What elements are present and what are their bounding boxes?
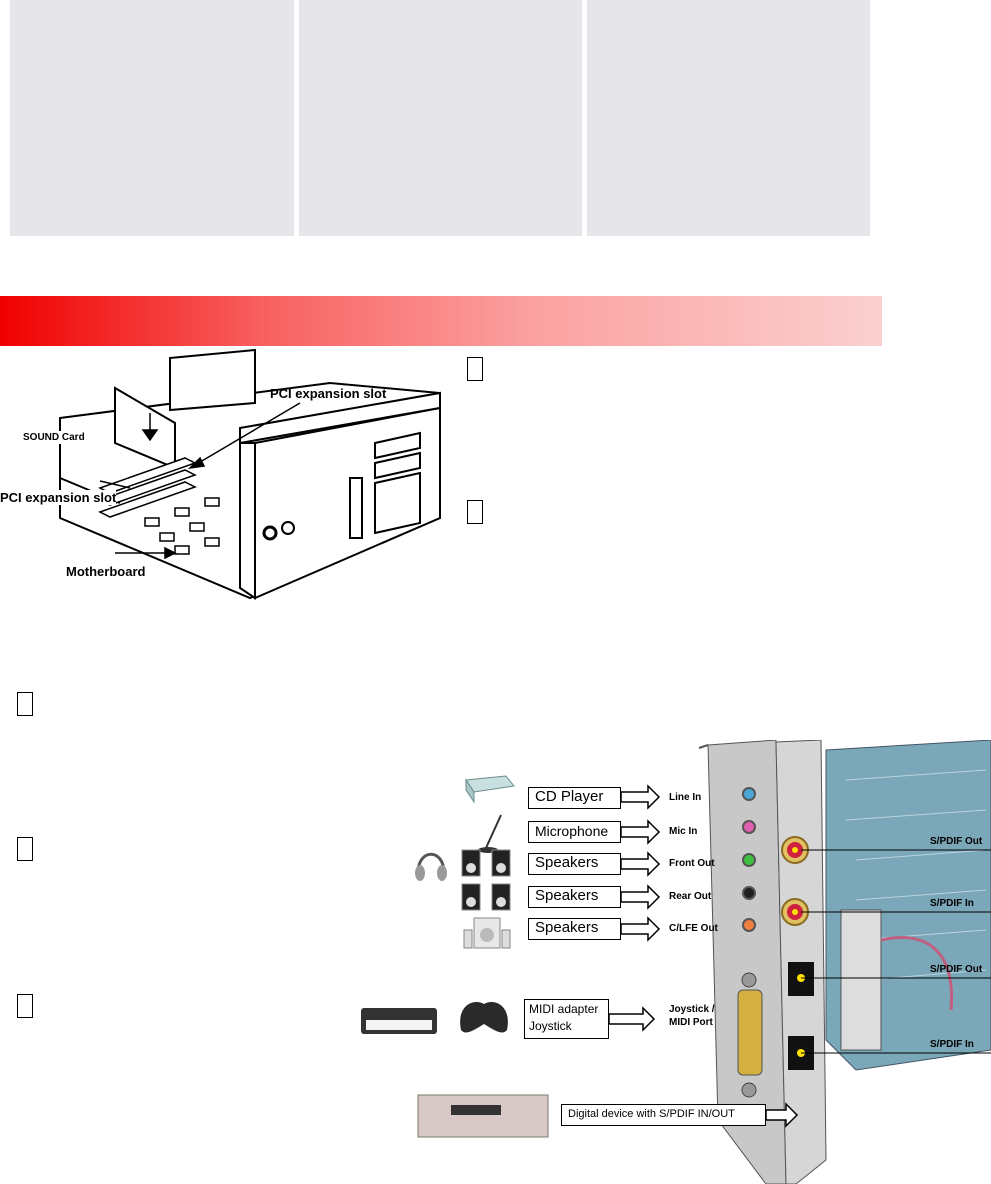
clfe-speakers-box: Speakers: [528, 918, 621, 940]
headphones-icon: [415, 852, 447, 881]
keyboard-icon: [361, 1008, 437, 1034]
rear-out-label: Rear Out: [669, 891, 712, 902]
spdif-in-optical-label: S/PDIF In: [930, 1039, 974, 1050]
sound-card-label: SOUND Card: [20, 431, 88, 444]
pc-case-diagram: PCI expansion slot SOUND Card PCI expans…: [0, 348, 445, 603]
pc-case-illustration: [59, 348, 441, 600]
clfe-out-label: C/LFE Out: [669, 923, 718, 934]
mic-in-label: Mic In: [669, 826, 698, 837]
cd-player-box: CD Player: [528, 787, 621, 809]
section-header-band: [0, 296, 882, 346]
pci-slot-label-left: PCI expansion slot: [0, 490, 117, 505]
mic-in-jack: [742, 820, 756, 834]
rear-speakers-box: Speakers: [528, 886, 621, 908]
header-panel-left: [10, 0, 294, 236]
sound-card-bracket-illustration: [361, 740, 991, 1184]
gamepad-icon: [460, 1001, 508, 1033]
step-box-5: [17, 994, 33, 1018]
dvd-player-icon: [417, 1094, 549, 1138]
line-in-label: Line In: [669, 792, 702, 803]
speaker-pair-icon: [461, 849, 511, 877]
spdif-out-coax-label: S/PDIF Out: [930, 836, 983, 847]
step-box-4: [17, 837, 33, 861]
clfe-out-jack: [742, 918, 756, 932]
motherboard-label: Motherboard: [66, 564, 146, 579]
joystick-midi-port-label: Joystick / MIDI Port: [669, 1004, 715, 1028]
front-out-jack: [742, 853, 756, 867]
step-box-2: [467, 500, 483, 524]
front-speakers-box: Speakers: [528, 853, 621, 875]
digital-device-box: Digital device with S/PDIF IN/OUT: [561, 1104, 766, 1126]
header-panel-middle: [299, 0, 582, 236]
spdif-out-optical-label: S/PDIF Out: [930, 964, 983, 975]
speaker-pair-icon: [461, 883, 511, 911]
microphone-icon: [478, 814, 502, 853]
pci-slot-label-top: PCI expansion slot: [270, 386, 387, 401]
microphone-box: Microphone: [528, 821, 621, 843]
midi-joystick-box: MIDI adapter Joystick: [524, 999, 609, 1039]
step-box-3: [17, 692, 33, 716]
rear-out-jack: [742, 886, 756, 900]
front-out-label: Front Out: [669, 858, 715, 869]
header-panel-right: [587, 0, 870, 236]
line-in-jack: [742, 787, 756, 801]
sound-card-ports-diagram: CD Player Microphone Speakers Speakers S…: [356, 740, 991, 1184]
step-box-1: [467, 357, 483, 381]
cd-drive-icon: [465, 775, 515, 804]
spdif-in-coax-label: S/PDIF In: [930, 898, 974, 909]
subwoofer-icon: [463, 917, 511, 949]
